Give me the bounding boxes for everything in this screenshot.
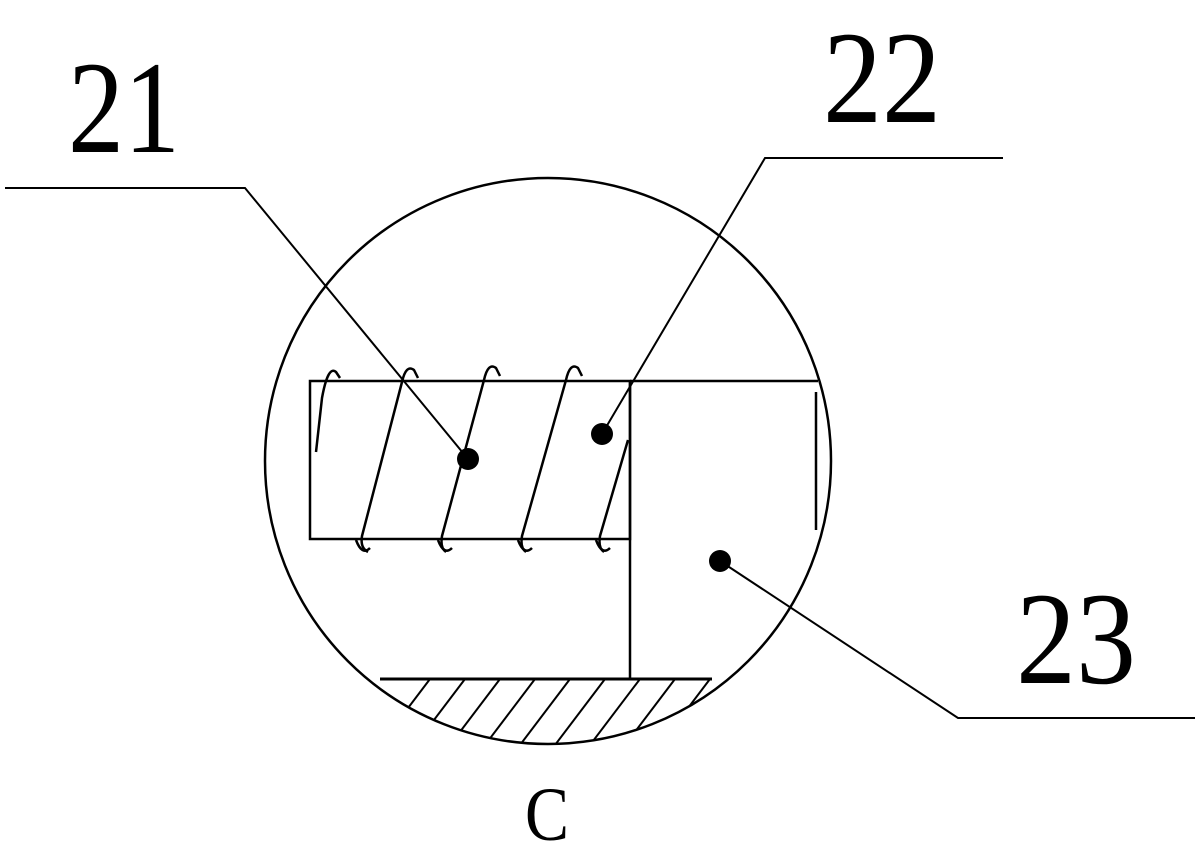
label-21: 21 [68,34,180,181]
detail-circle [263,176,833,746]
leader-dot-21 [457,448,479,470]
leader-dot-22 [591,423,613,445]
leader-line-22 [601,157,1003,435]
leader-line-21 [5,187,469,460]
leader-dot-23 [709,550,731,572]
leader-line-23 [719,560,1195,719]
spring-coil [314,365,630,554]
label-22: 22 [823,4,941,151]
label-23: 23 [1016,565,1136,712]
hatched-base [379,677,746,744]
label-view-c: C [525,773,569,852]
